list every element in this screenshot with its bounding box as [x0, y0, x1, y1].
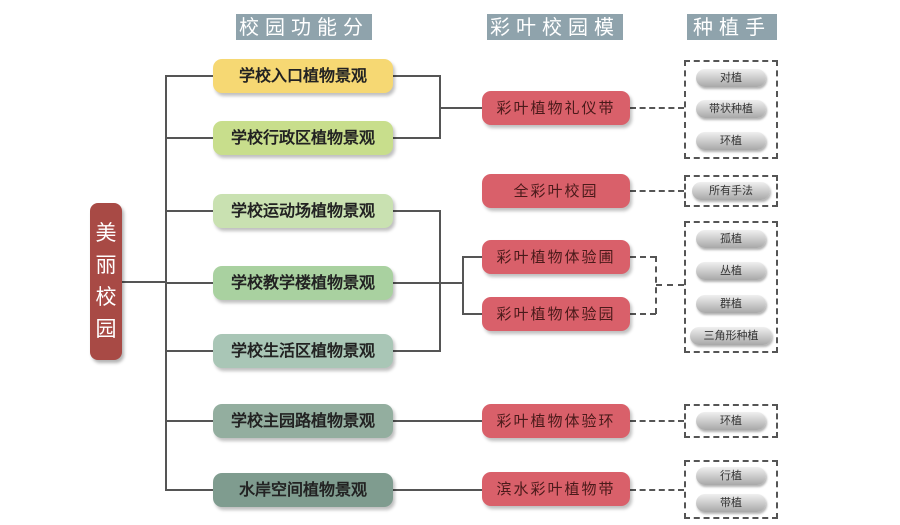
connector — [393, 420, 482, 422]
connector — [165, 210, 213, 212]
method-pill: 孤植 — [696, 230, 766, 248]
method-pill: 环植 — [696, 132, 766, 150]
method-group-1: 对植 带状种植 环植 — [684, 60, 778, 159]
method-pill: 群植 — [696, 295, 766, 313]
zone-living: 学校生活区植物景观 — [213, 334, 393, 368]
dashed-connector — [630, 313, 656, 315]
dashed-connector — [630, 489, 684, 491]
zone-teaching: 学校教学楼植物景观 — [213, 266, 393, 300]
root-char: 丽 — [95, 253, 117, 277]
header-modes: 彩叶校园模式 — [487, 14, 623, 65]
mode-experience-ring: 彩叶植物体验环 — [482, 404, 630, 438]
header-methods: 种植手法 — [687, 14, 777, 65]
mode-experience-nursery: 彩叶植物体验圃 — [482, 240, 630, 274]
dashed-connector — [630, 190, 684, 192]
method-pill: 丛植 — [696, 262, 766, 280]
dashed-connector — [656, 284, 684, 286]
connector — [462, 313, 482, 315]
mode-full-color-campus: 全彩叶校园 — [482, 174, 630, 208]
mode-experience-garden: 彩叶植物体验园 — [482, 297, 630, 331]
connector — [462, 256, 464, 315]
connector — [165, 282, 213, 284]
method-group-4: 环植 — [684, 404, 778, 438]
mode-waterside-belt: 滨水彩叶植物带 — [482, 472, 630, 506]
method-group-5: 行植 带植 — [684, 460, 778, 519]
header-zones: 校园功能分区 — [236, 14, 372, 65]
method-pill: 带状种植 — [696, 100, 766, 118]
zone-waterfront: 水岸空间植物景观 — [213, 473, 393, 507]
dashed-connector — [630, 256, 656, 258]
dashed-connector — [630, 420, 684, 422]
connector — [393, 282, 463, 284]
root-char: 美 — [95, 221, 117, 245]
root-char: 校 — [95, 285, 117, 309]
connector — [462, 256, 482, 258]
zone-entrance: 学校入口植物景观 — [213, 59, 393, 93]
connector — [165, 489, 213, 491]
method-pill: 对植 — [696, 69, 766, 87]
method-pill: 环植 — [696, 412, 766, 430]
dashed-connector — [630, 107, 684, 109]
connector — [393, 350, 441, 352]
connector — [393, 137, 441, 139]
connector — [165, 137, 213, 139]
method-pill: 所有手法 — [692, 182, 770, 200]
connector — [122, 281, 167, 283]
connector — [439, 210, 441, 352]
method-group-2: 所有手法 — [684, 175, 778, 207]
connector — [165, 420, 213, 422]
zone-sports: 学校运动场植物景观 — [213, 194, 393, 228]
method-pill: 行植 — [696, 467, 766, 485]
connector — [393, 210, 441, 212]
root-node-beautiful-campus: 美 丽 校 园 — [90, 203, 122, 360]
mode-ceremony-belt: 彩叶植物礼仪带 — [482, 91, 630, 125]
zone-admin: 学校行政区植物景观 — [213, 121, 393, 155]
connector — [393, 489, 482, 491]
connector — [393, 75, 441, 77]
connector — [165, 350, 213, 352]
method-group-3: 孤植 丛植 群植 三角形种植 — [684, 221, 778, 353]
connector — [165, 75, 213, 77]
root-char: 园 — [95, 317, 117, 341]
zone-main-road: 学校主园路植物景观 — [213, 404, 393, 438]
method-pill: 带植 — [696, 494, 766, 512]
connector — [439, 107, 482, 109]
method-pill: 三角形种植 — [690, 327, 772, 345]
